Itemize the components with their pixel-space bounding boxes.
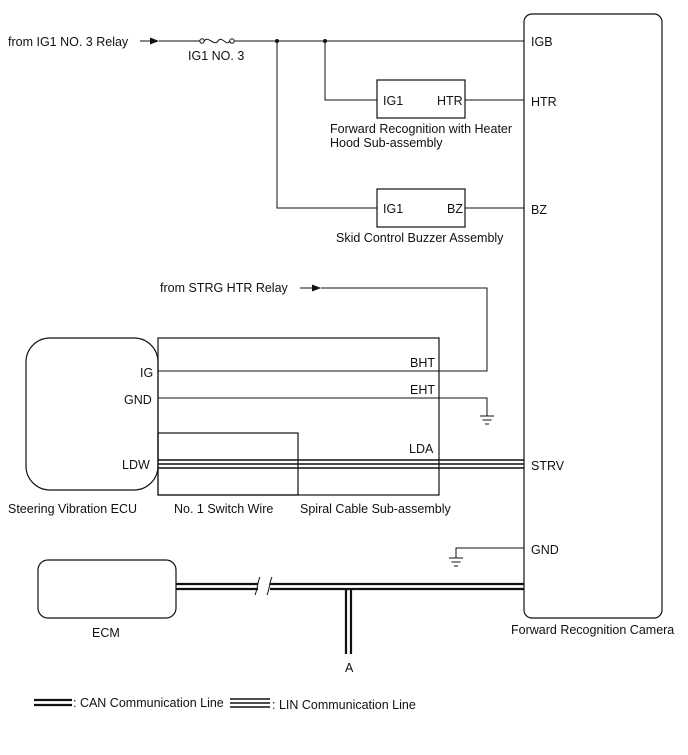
spiral-cable-label: Spiral Cable Sub-assembly <box>300 502 452 516</box>
buzzer-label: Skid Control Buzzer Assembly <box>336 231 504 245</box>
switch-wire-label: No. 1 Switch Wire <box>174 502 273 516</box>
legend-can-label: : CAN Communication Line <box>73 696 224 710</box>
lin-line-ldw-strv <box>158 459 524 469</box>
fuse-symbol <box>199 38 235 44</box>
wire-strg-bht <box>321 287 488 372</box>
heater-label-line2: Hood Sub-assembly <box>330 136 443 150</box>
wire-heater-ig1 <box>324 41 377 101</box>
spiral-pin-lda: LDA <box>409 442 434 456</box>
ecu-pin-gnd: GND <box>124 393 152 407</box>
source-arrow-strg <box>300 284 321 292</box>
heater-pin-ig1: IG1 <box>383 94 403 108</box>
spiral-pin-bht: BHT <box>410 356 435 370</box>
camera-pin-htr: HTR <box>531 95 557 109</box>
strg-relay-source-label: from STRG HTR Relay <box>160 281 289 295</box>
ecm-label: ECM <box>92 626 120 640</box>
heater-pin-htr: HTR <box>437 94 463 108</box>
ecu-pin-ldw: LDW <box>122 458 150 472</box>
camera-box <box>523 13 663 619</box>
heater-box <box>376 79 466 119</box>
spiral-pin-eht: EHT <box>410 383 435 397</box>
source-arrow-ig1 <box>140 37 159 45</box>
wire-buzzer-ig1 <box>276 41 377 209</box>
camera-pin-igb: IGB <box>531 35 553 49</box>
ground-symbol <box>449 557 463 567</box>
connector-a-label: A <box>345 661 354 675</box>
can-line-ecm-camera <box>176 576 524 654</box>
ig1-relay-source-label: from IG1 NO. 3 Relay <box>8 35 129 49</box>
buzzer-pin-ig1: IG1 <box>383 202 403 216</box>
ecu-pin-ig: IG <box>140 366 153 380</box>
ecm-box <box>37 559 177 619</box>
fuse-label: IG1 NO. 3 <box>188 49 244 63</box>
ground-symbol <box>480 415 494 425</box>
camera-pin-gnd: GND <box>531 543 559 557</box>
wire-gnd-eht <box>158 397 488 416</box>
camera-label: Forward Recognition Camera <box>511 623 674 637</box>
wire-camera-gnd <box>455 547 524 558</box>
steering-ecu-label: Steering Vibration ECU <box>8 502 137 516</box>
heater-label-line1: Forward Recognition with Heater <box>330 122 512 136</box>
legend-can-symbol <box>34 698 72 707</box>
camera-pin-bz: BZ <box>531 203 547 217</box>
camera-pin-strv: STRV <box>531 459 565 473</box>
legend-lin-label: : LIN Communication Line <box>272 698 416 712</box>
buzzer-pin-bz: BZ <box>447 202 463 216</box>
legend-lin-symbol <box>230 698 270 708</box>
